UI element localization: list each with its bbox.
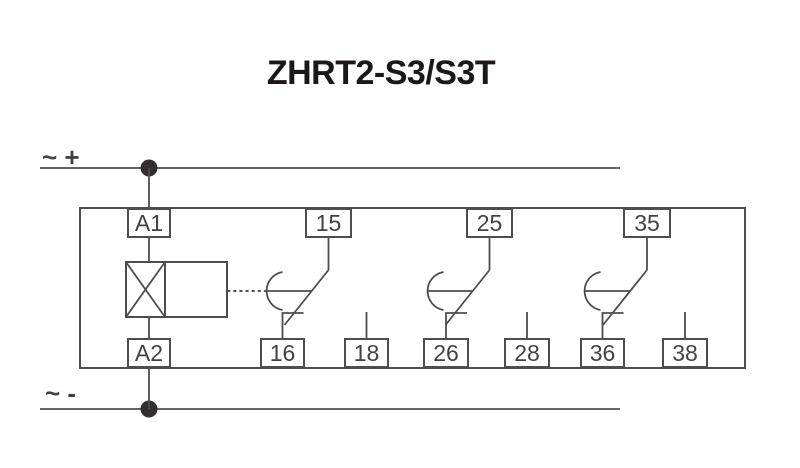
terminal-18: 18 <box>344 338 389 368</box>
relay-outline <box>79 207 746 369</box>
nc-contact-hook <box>281 312 304 338</box>
terminal-a1: A1 <box>127 208 171 238</box>
contact-arm <box>283 269 330 326</box>
diagram-title: ZHRT2-S3/S3T <box>266 54 496 92</box>
terminal-15: 15 <box>305 208 352 238</box>
contact-2 <box>426 238 528 338</box>
coil-body-box <box>164 261 228 318</box>
terminal-28: 28 <box>504 338 550 368</box>
terminal-38: 38 <box>662 338 708 368</box>
contact-arm <box>602 269 648 326</box>
contact-3 <box>583 238 686 338</box>
nc-contact-hook <box>445 312 467 338</box>
coil-symbol <box>125 238 266 338</box>
terminal-35: 35 <box>623 208 671 238</box>
terminal-16: 16 <box>260 338 305 368</box>
nc-contact-hook <box>601 312 624 338</box>
terminal-25: 25 <box>466 208 513 238</box>
negative-supply-label: ~ - <box>45 378 77 408</box>
coil-cross-lines <box>125 261 166 318</box>
contact-1 <box>265 238 368 338</box>
terminal-a2: A2 <box>127 338 171 368</box>
positive-supply-label: ~ + <box>42 142 80 172</box>
contact-arm <box>444 269 491 326</box>
terminal-26: 26 <box>423 338 469 368</box>
terminal-36: 36 <box>580 338 625 368</box>
